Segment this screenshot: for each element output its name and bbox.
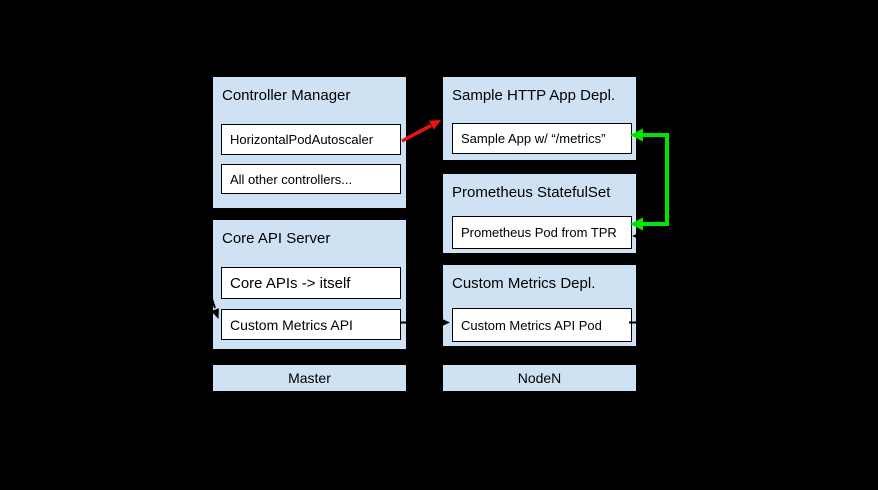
box-sample-http-app-depl: Sample HTTP App Depl. Sample App w/ “/me… <box>441 75 638 162</box>
node-all-other-controllers: All other controllers... <box>221 164 401 194</box>
custom-metrics-depl-title: Custom Metrics Depl. <box>452 275 596 292</box>
box-core-api-server: Core API Server Core APIs -> itself Cust… <box>211 218 408 351</box>
node-custom-metrics-api-pod: Custom Metrics API Pod <box>452 308 632 342</box>
node-sample-app-metrics: Sample App w/ “/metrics” <box>452 123 632 154</box>
box-controller-manager: Controller Manager HorizontalPodAutoscal… <box>211 75 408 210</box>
prometheus-statefulset-title: Prometheus StatefulSet <box>452 184 611 201</box>
core-api-server-title: Core API Server <box>222 230 331 247</box>
node-prometheus-pod-from-tpr: Prometheus Pod from TPR <box>452 216 632 249</box>
sample-http-app-depl-title: Sample HTTP App Depl. <box>452 87 616 104</box>
node-custom-metrics-api: Custom Metrics API <box>221 309 401 340</box>
box-custom-metrics-depl: Custom Metrics Depl. Custom Metrics API … <box>441 263 638 348</box>
node-horizontalpodautoscaler: HorizontalPodAutoscaler <box>221 124 401 155</box>
label-noden: NodeN <box>441 363 638 393</box>
controller-manager-title: Controller Manager <box>222 87 351 104</box>
label-master: Master <box>211 363 408 393</box>
node-core-apis-itself: Core APIs -> itself <box>221 267 401 299</box>
box-prometheus-statefulset: Prometheus StatefulSet Prometheus Pod fr… <box>441 172 638 255</box>
